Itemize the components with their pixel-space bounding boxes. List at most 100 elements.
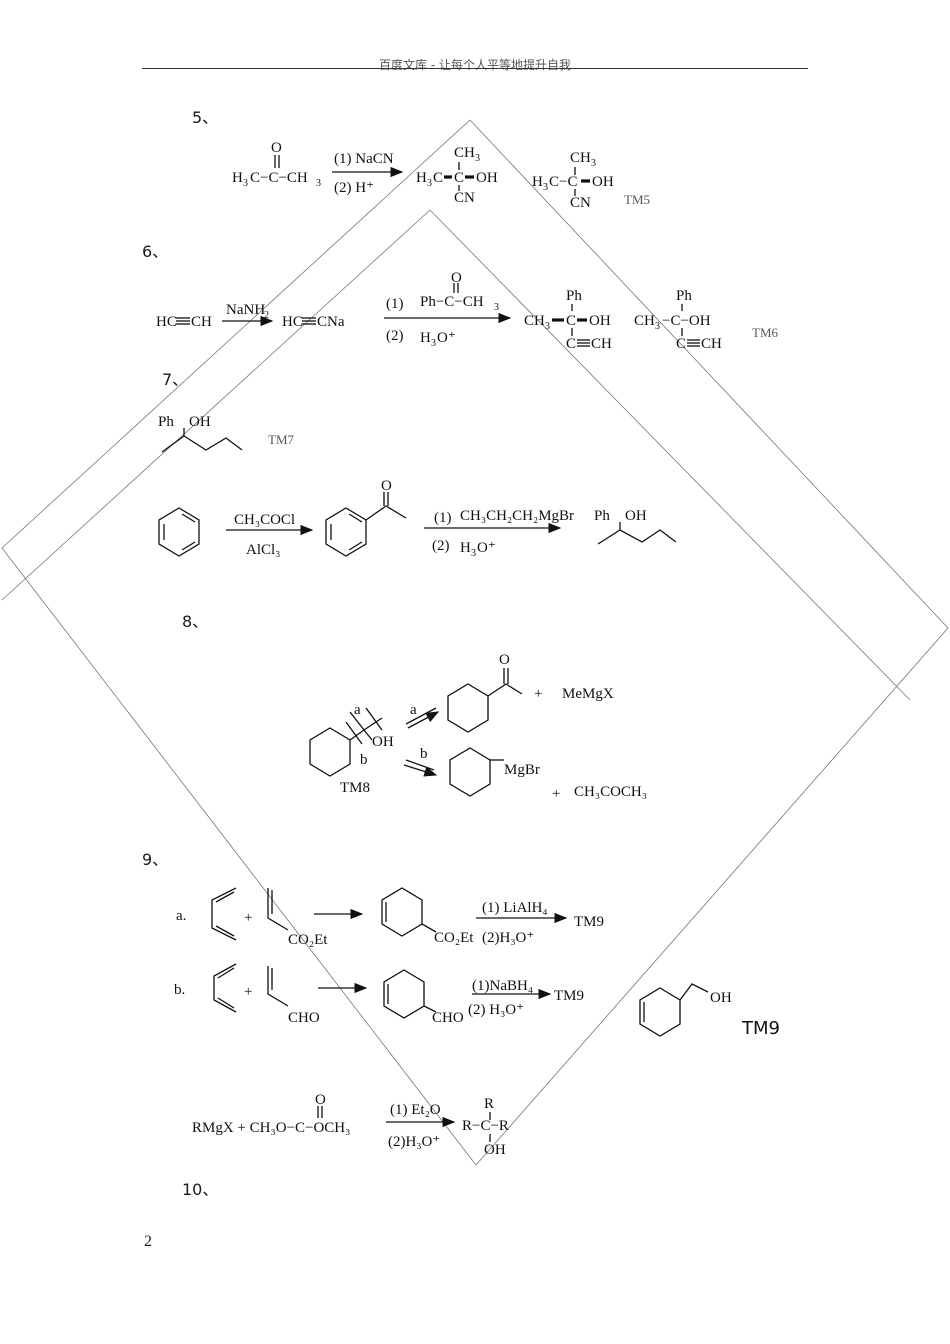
tm8-label: TM8 xyxy=(340,780,370,796)
svg-text:CNa: CNa xyxy=(317,314,345,330)
problem-10-label: 10、 xyxy=(182,1180,219,1199)
reagent-nanh: NaNH xyxy=(226,302,265,318)
svg-text:CH: CH xyxy=(524,313,545,329)
disconnection-a: a xyxy=(354,702,361,718)
reagent-lialh4: (1) LiAlH₄ xyxy=(482,900,548,916)
acetone: CH₃COCH₃ xyxy=(574,784,647,800)
step-2: (2) xyxy=(386,328,404,344)
svg-text:C: C xyxy=(676,336,686,352)
tm7-label: TM7 xyxy=(268,432,295,447)
svg-text:Ph: Ph xyxy=(566,288,582,304)
tm9-b: TM9 xyxy=(554,988,584,1004)
svg-text:C: C xyxy=(566,313,576,329)
route-a-dot: a. xyxy=(176,908,186,924)
reagent-alcl3: AlCl₃ xyxy=(246,542,280,558)
page-number: 2 xyxy=(144,1233,152,1250)
svg-text:3: 3 xyxy=(316,178,321,189)
svg-text:3: 3 xyxy=(475,153,480,164)
tm5-label: TM5 xyxy=(624,192,650,207)
svg-text:H: H xyxy=(420,330,431,346)
svg-text:H: H xyxy=(232,170,243,186)
svg-text:3: 3 xyxy=(427,178,432,189)
reagent-h-plus: (2) H⁺ xyxy=(334,180,374,196)
svg-text:OH: OH xyxy=(592,174,614,190)
memgx: MeMgX xyxy=(562,686,614,702)
svg-text:H: H xyxy=(532,174,543,190)
tm9-structure-label: TM9 xyxy=(741,1018,780,1039)
header-rule xyxy=(142,68,808,69)
problem-9-label: 9、 xyxy=(142,850,169,869)
problem-6-label: 6、 xyxy=(142,242,169,261)
svg-text:Ph: Ph xyxy=(676,288,692,304)
product-aldehyde: CHO xyxy=(432,1010,464,1026)
svg-text:OH: OH xyxy=(625,508,647,524)
svg-text:3: 3 xyxy=(431,338,436,349)
svg-text:OH: OH xyxy=(189,414,211,430)
svg-text:CH: CH xyxy=(454,145,475,161)
disconnection-b: b xyxy=(360,752,368,768)
svg-text:+: + xyxy=(244,984,252,1000)
reagent-h3o-c: (2)H₃O⁺ xyxy=(388,1134,440,1150)
hydroxyl: OH xyxy=(372,734,394,750)
svg-text:C−C: C−C xyxy=(549,174,577,190)
svg-text:3: 3 xyxy=(543,182,548,193)
reaction-carbonate: RMgX + CH₃O−C−OCH₃ O (1) Et₂O (2)H₃O⁺ R … xyxy=(192,1092,509,1158)
svg-text:O: O xyxy=(271,140,282,156)
svg-text:O: O xyxy=(315,1092,326,1108)
reaction-9b: b. + CHO CHO (1)NaBH₄ (2) H₃O⁺ TM9 OH TM… xyxy=(174,963,780,1039)
tm6-label: TM6 xyxy=(752,325,779,340)
svg-text:C: C xyxy=(566,336,576,352)
svg-text:CN: CN xyxy=(454,190,475,206)
reagent-nabh4: (1)NaBH₄ xyxy=(472,978,533,994)
svg-text:+: + xyxy=(244,910,252,926)
product-ester: CO₂Et xyxy=(434,930,474,946)
svg-text:3: 3 xyxy=(655,321,660,332)
reagent-h3o-b: (2) H₃O⁺ xyxy=(468,1002,524,1018)
watermark-outline xyxy=(1,119,949,1166)
rmgx-reactants: RMgX + CH₃O−C−OCH₃ xyxy=(192,1120,350,1136)
svg-text:R: R xyxy=(484,1096,494,1112)
svg-text:Ph: Ph xyxy=(594,508,610,524)
svg-text:2: 2 xyxy=(264,310,269,321)
svg-text:C: C xyxy=(433,170,443,186)
svg-text:CN: CN xyxy=(570,195,591,211)
tm9-a: TM9 xyxy=(574,914,604,930)
svg-text:R−C−R: R−C−R xyxy=(462,1118,509,1134)
svg-text:−C−OH: −C−OH xyxy=(662,313,711,329)
route-b-label: b xyxy=(420,746,428,762)
reagent-h3o-a: (2)H₃O⁺ xyxy=(482,930,534,946)
reaction-9a: a. + CO₂Et CO₂Et (1) LiAlH₄ (2)H₃O⁺ TM9 xyxy=(176,887,604,948)
svg-text:3: 3 xyxy=(591,158,596,169)
target-hydroxyl: OH xyxy=(710,990,732,1006)
svg-text:Ph: Ph xyxy=(158,414,174,430)
svg-text:+: + xyxy=(552,786,560,802)
svg-text:+: + xyxy=(534,686,542,702)
svg-text:C−C−CH: C−C−CH xyxy=(250,170,308,186)
svg-text:CH: CH xyxy=(191,314,212,330)
svg-text:O⁺: O⁺ xyxy=(477,540,496,556)
svg-text:C: C xyxy=(454,170,464,186)
svg-text:3: 3 xyxy=(471,548,476,559)
step-1b: (1) xyxy=(434,510,452,526)
reagent-acetyl-chloride: CH₃COCl xyxy=(234,512,295,528)
svg-text:CH: CH xyxy=(701,336,722,352)
svg-text:O: O xyxy=(451,270,462,286)
svg-text:HC: HC xyxy=(156,314,177,330)
problem-5-label: 5、 xyxy=(192,108,219,127)
svg-text:O: O xyxy=(381,478,392,494)
svg-text:HC: HC xyxy=(282,314,303,330)
problem-8-label: 8、 xyxy=(182,612,209,631)
watermark-outline-inner xyxy=(1,209,911,701)
svg-text:H: H xyxy=(416,170,427,186)
svg-text:OH: OH xyxy=(589,313,611,329)
aldehyde-group: CHO xyxy=(288,1010,320,1026)
svg-text:CH: CH xyxy=(634,313,655,329)
step-2b: (2) xyxy=(432,538,450,554)
route-b-dot: b. xyxy=(174,982,185,998)
svg-text:CH: CH xyxy=(591,336,612,352)
reagent-nacn: (1) NaCN xyxy=(334,151,394,167)
svg-text:H: H xyxy=(460,540,471,556)
